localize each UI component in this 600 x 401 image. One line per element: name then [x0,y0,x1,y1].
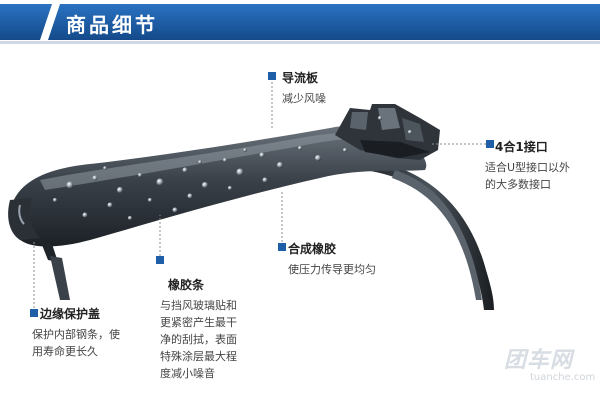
desc-line: 净的刮拭，表面 [160,333,237,346]
annotation-spoiler-desc: 减少风噪 [282,92,326,105]
desc-line: 的大多数接口 [485,178,551,191]
annotation-synthetic-rubber: 合成橡胶 使压力传导更均匀 [288,240,376,278]
desc-line: 度减小噪音 [160,367,215,380]
watermark-url: tuanche.com [530,372,596,383]
leader-lines [33,82,486,312]
annotation-rubber-strip: 橡胶条 与挡风玻璃贴和 更紧密产生最干 净的刮拭，表面 特殊涂层最大程 度减小噪… [160,276,278,382]
annotation-edge-cap-desc: 保护内部钢条，使 用寿命更长久 [32,326,158,360]
page-title: 商品细节 [66,13,158,37]
annotation-markers [30,72,494,317]
annotation-interface: 4合1接口 适合U型接口以外 的大多数接口 [485,138,570,193]
annotation-interface-title: 4合1接口 [495,140,548,154]
header-banner: 商品细节 [0,0,600,44]
water-droplets [53,116,412,220]
annotation-rubber-strip-title: 橡胶条 [168,278,205,292]
annotation-synthetic-rubber-desc: 使压力传导更均匀 [288,263,376,276]
annotation-spoiler: 导流板 减少风噪 [282,69,326,107]
desc-line: 更紧密产生最干 [160,316,237,329]
desc-line: 特殊涂层最大程 [160,350,237,363]
desc-line: 用寿命更长久 [32,345,98,358]
annotation-edge-cap: 边缘保护盖 保护内部钢条，使 用寿命更长久 [32,305,158,360]
watermark-logo: 团车网 [504,348,574,373]
header-background [0,0,600,44]
desc-line: 适合U型接口以外 [485,161,571,174]
annotation-rubber-strip-desc: 与挡风玻璃贴和 更紧密产生最干 净的刮拭，表面 特殊涂层最大程 度减小噪音 [160,297,278,382]
annotation-synthetic-rubber-title: 合成橡胶 [288,242,337,256]
annotation-edge-cap-title: 边缘保护盖 [40,307,101,321]
desc-line: 保护内部钢条，使 [32,328,120,341]
desc-line: 与挡风玻璃贴和 [160,299,237,312]
watermark: 团车网 tuanche.com [500,342,598,398]
annotation-interface-desc: 适合U型接口以外 的大多数接口 [485,159,570,193]
annotation-spoiler-title: 导流板 [282,71,319,85]
